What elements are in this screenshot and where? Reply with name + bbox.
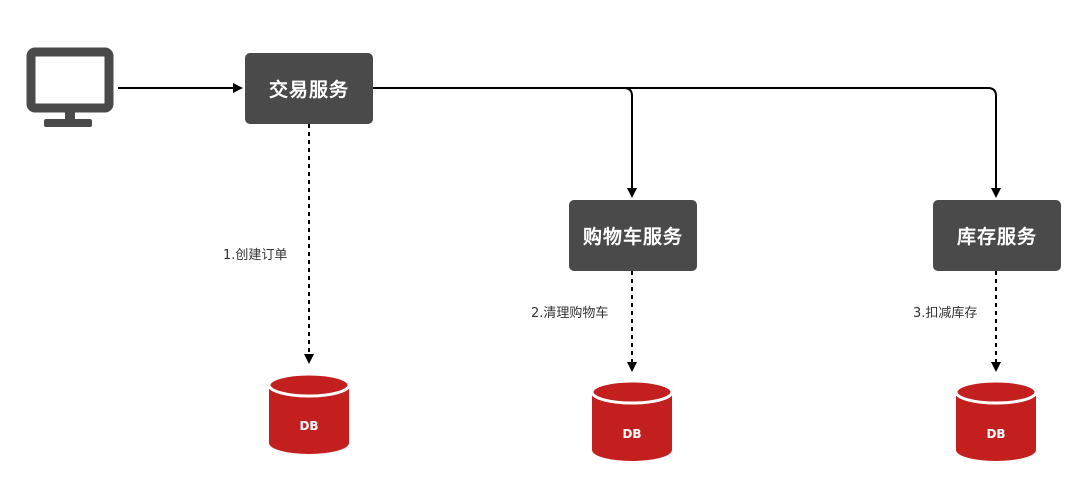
cart-service-box[interactable]: 购物车服务 [569,200,697,271]
monitor-icon [26,47,114,127]
step-create-order-label: 1.创建订单 [223,248,288,263]
trade-db-label: DB [299,419,318,433]
trade-database-icon: DB [267,372,351,454]
stock-database-icon: DB [954,379,1038,461]
trade-service-label: 交易服务 [268,79,349,101]
cart-db-label: DB [622,427,641,441]
trade-to-cart-arrow [373,87,637,198]
step-clear-cart-label: 2.清理购物车 [531,306,609,321]
trade-service-box[interactable]: 交易服务 [245,53,373,124]
cart-database-icon: DB [590,379,674,461]
stock-service-box[interactable]: 库存服务 [933,200,1061,271]
step-deduct-stock-label: 3.扣减库存 [913,306,978,321]
trade-to-stock-arrow [624,87,1001,198]
stock-service-label: 库存服务 [956,226,1037,248]
stock-db-label: DB [986,427,1005,441]
cart-service-label: 购物车服务 [582,226,683,248]
